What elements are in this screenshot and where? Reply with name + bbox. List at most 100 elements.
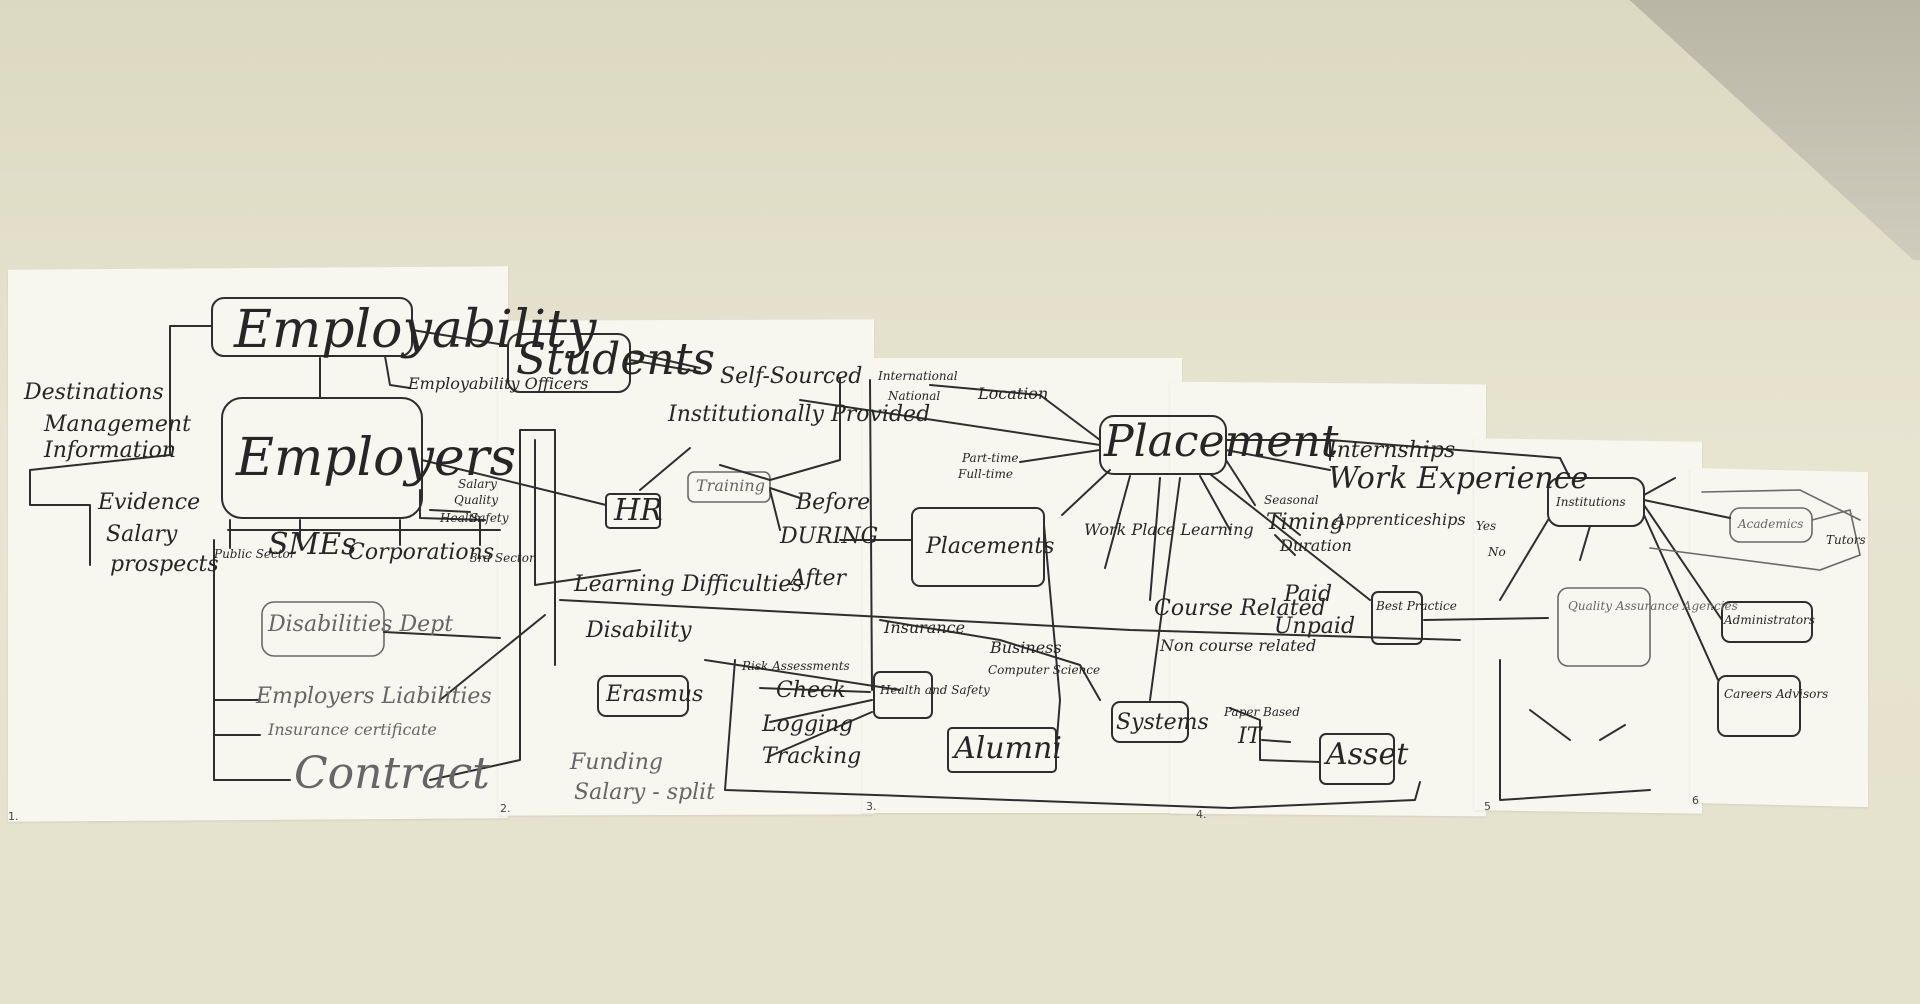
box-employers bbox=[221, 397, 423, 519]
box-best-practice bbox=[1371, 591, 1423, 645]
connector bbox=[419, 489, 486, 521]
node-work-place-learning: Work Place Learning bbox=[1084, 520, 1254, 539]
node-non-course-related: Non course related bbox=[1160, 636, 1317, 655]
node-employability: Employability bbox=[234, 300, 597, 360]
connector bbox=[213, 539, 291, 781]
box-students bbox=[507, 333, 631, 393]
connector bbox=[29, 454, 171, 566]
connector bbox=[1423, 519, 1549, 621]
node-no: No bbox=[1488, 545, 1506, 559]
node-salary-short: Salary bbox=[458, 477, 497, 491]
sheet-number: 4. bbox=[1196, 808, 1207, 821]
node-computer-science: Computer Science bbox=[988, 663, 1101, 677]
connector bbox=[429, 429, 556, 781]
connector bbox=[559, 599, 1461, 641]
sheet-number: 5 bbox=[1484, 800, 1491, 813]
connector bbox=[411, 329, 506, 346]
node-systems: Systems bbox=[1116, 710, 1209, 735]
node-duration: Duration bbox=[1280, 536, 1352, 555]
node-salary: Salary bbox=[106, 522, 178, 547]
node-yes: Yes bbox=[1476, 519, 1497, 533]
node-third-sector: 3rd Sector bbox=[470, 551, 535, 565]
node-prospects: prospects bbox=[110, 552, 219, 577]
box-health-safety bbox=[873, 671, 933, 719]
node-business: Business bbox=[990, 638, 1062, 657]
connector bbox=[629, 351, 701, 373]
node-employers: Employers bbox=[236, 428, 517, 488]
node-funding: Funding bbox=[570, 750, 663, 775]
node-it: IT bbox=[1238, 724, 1262, 749]
node-evidence: Evidence bbox=[98, 490, 201, 515]
connector bbox=[421, 459, 607, 506]
box-systems bbox=[1111, 701, 1189, 743]
connector bbox=[227, 519, 501, 549]
node-management: Management bbox=[44, 412, 191, 437]
node-course-related: Course Related bbox=[1154, 596, 1326, 621]
node-employers-liabilities: Employers Liabilities bbox=[256, 684, 492, 709]
node-best-practice: Best Practice bbox=[1376, 599, 1457, 613]
connector bbox=[384, 355, 411, 389]
node-contract: Contract bbox=[294, 748, 490, 799]
connector bbox=[639, 447, 691, 491]
connector bbox=[1649, 509, 1861, 571]
sheet-number: 6 bbox=[1692, 794, 1699, 807]
node-insurance: Insurance bbox=[884, 618, 966, 637]
node-health: Health bbox=[440, 511, 482, 525]
node-international: International bbox=[878, 369, 958, 383]
connector bbox=[213, 699, 261, 736]
node-timing: Timing bbox=[1266, 510, 1344, 535]
connector bbox=[769, 487, 801, 531]
node-asset: Asset bbox=[1326, 737, 1409, 772]
connector bbox=[719, 377, 841, 481]
node-institutions: Institutions bbox=[1556, 495, 1626, 509]
node-hr: HR bbox=[614, 493, 663, 528]
node-salary-split: Salary - split bbox=[574, 780, 715, 805]
node-alumni: Alumni bbox=[954, 731, 1062, 766]
connector bbox=[534, 439, 641, 586]
connector bbox=[1701, 489, 1861, 521]
node-during: DURING bbox=[780, 524, 879, 549]
node-risk-assessments: Risk Assessments bbox=[742, 659, 850, 673]
node-safety: Safety bbox=[470, 511, 509, 525]
node-placements: Placements bbox=[926, 534, 1055, 559]
connector bbox=[1499, 659, 1651, 801]
node-unpaid: Unpaid bbox=[1274, 614, 1356, 639]
node-self-sourced: Self-Sourced bbox=[720, 364, 863, 389]
box-training bbox=[687, 471, 771, 503]
node-smes: SMEs bbox=[268, 527, 357, 562]
box-placements bbox=[911, 507, 1045, 587]
box-hr bbox=[605, 493, 661, 529]
node-check: Check bbox=[776, 678, 846, 703]
sheet-number: 1. bbox=[8, 810, 19, 823]
connector bbox=[1043, 524, 1061, 751]
node-placement: Placement bbox=[1104, 416, 1339, 467]
sheet-number: 2. bbox=[500, 802, 511, 815]
box-institutions bbox=[1547, 477, 1645, 527]
node-seasonal: Seasonal bbox=[1264, 493, 1319, 507]
node-corporations: Corporations bbox=[348, 540, 495, 565]
node-health-and-safety: Health and Safety bbox=[880, 683, 990, 697]
connector bbox=[1329, 439, 1571, 479]
node-insurance-certificate: Insurance certificate bbox=[268, 720, 437, 739]
node-full-time: Full-time bbox=[958, 467, 1013, 481]
node-national: National bbox=[888, 389, 941, 403]
node-work-experience: Work Experience bbox=[1328, 461, 1589, 496]
node-public-sector: Public Sector bbox=[214, 547, 296, 561]
connector bbox=[1274, 514, 1301, 556]
node-tracking: Tracking bbox=[762, 744, 862, 769]
connector bbox=[1229, 707, 1321, 763]
box-asset bbox=[1319, 733, 1395, 785]
node-apprenticeships: Apprenticeships bbox=[1334, 510, 1466, 529]
node-information: Information bbox=[44, 438, 177, 463]
node-paper-based: Paper Based bbox=[1224, 705, 1300, 719]
box-quality bbox=[1557, 587, 1651, 667]
connector bbox=[879, 619, 1101, 701]
node-training: Training bbox=[696, 476, 765, 495]
node-logging: Logging bbox=[762, 712, 854, 737]
node-disabilities-dept: Disabilities Dept bbox=[268, 612, 454, 637]
node-careers-advisors: Careers Advisors bbox=[1724, 687, 1829, 701]
node-admin: Administrators bbox=[1724, 613, 1815, 627]
box-admin bbox=[1721, 601, 1813, 643]
box-disabilities bbox=[261, 601, 385, 657]
